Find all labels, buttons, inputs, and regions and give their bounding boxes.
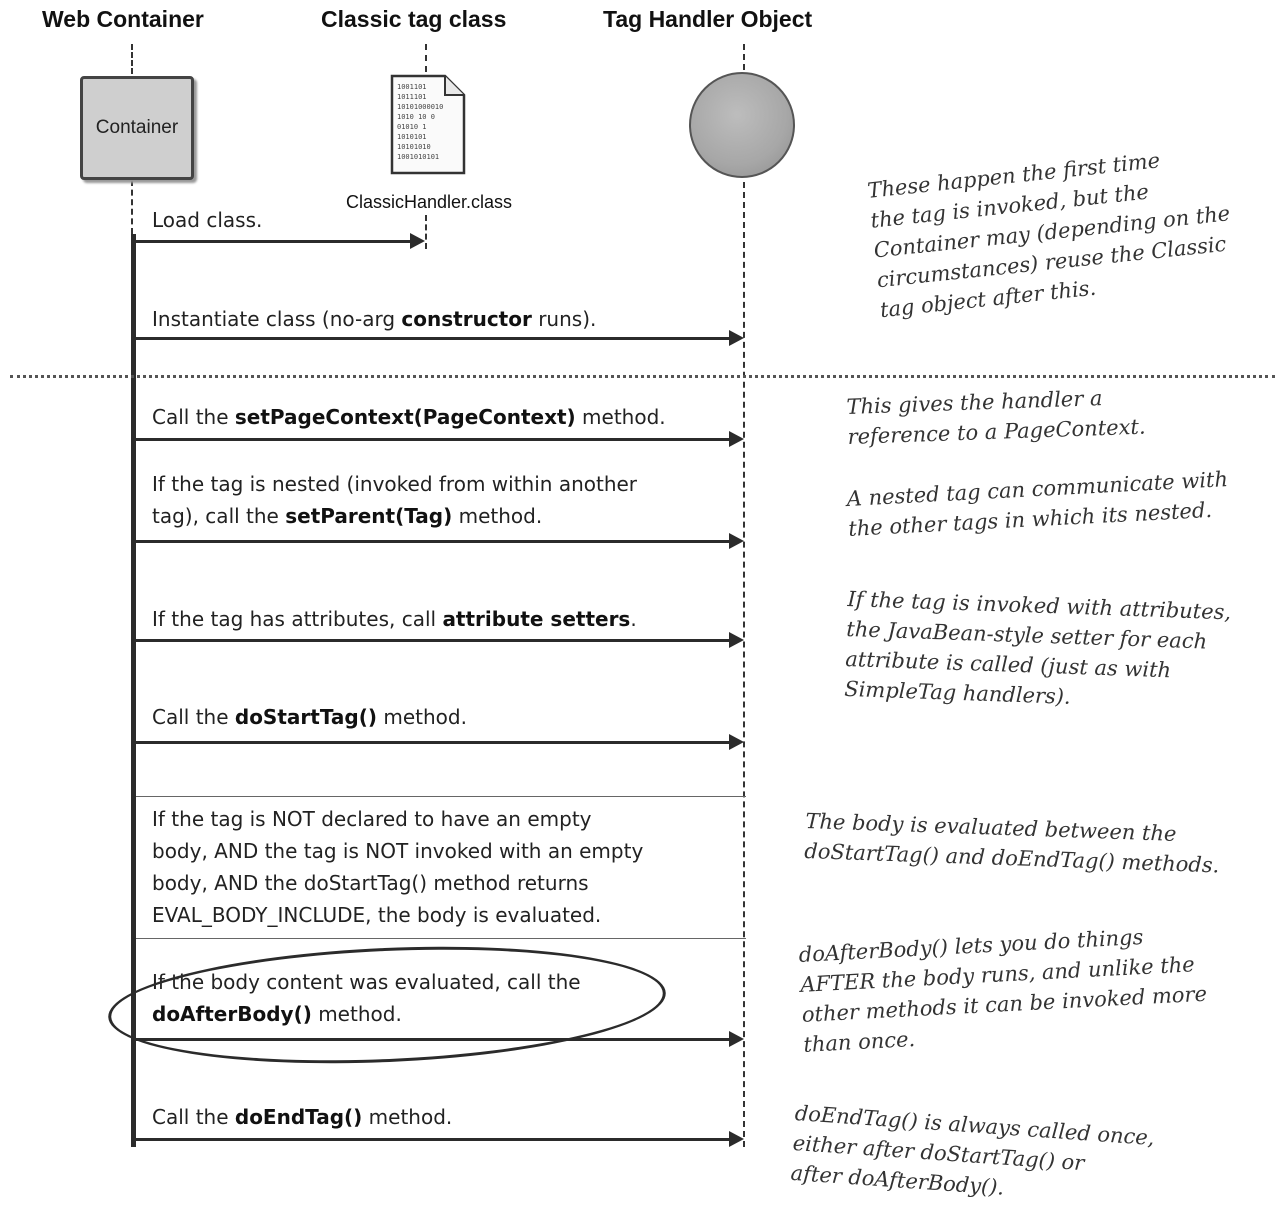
note-body: The body is evaluated between the doStar… [804,808,1220,878]
binary-line: 1010101 [397,133,427,141]
step-do-end-tag: Call the doEndTag() method. [152,1105,453,1129]
step-body-evaluated: If the tag is NOT declared to have an em… [152,807,644,927]
header-tag-handler-object: Tag Handler Object [603,6,813,32]
class-dash-bottom [425,215,427,249]
binary-line: 1011101 [397,93,427,101]
note-end-tag: doEndTag() is always called once, either… [789,1100,1156,1200]
class-dash-top [425,44,427,72]
container-lifeline [131,234,136,1147]
binary-line: 1001101 [397,83,427,91]
class-file-name: ClassicHandler.class [346,192,513,212]
tag-handler-object-circle [689,72,795,178]
binary-line: 1001010101 [397,153,439,161]
container-label: Container [95,117,179,138]
arrow-load-class [134,233,425,249]
handler-lifeline [743,182,745,1147]
container-dash-top [131,44,133,74]
container-dash-bottom [131,180,133,234]
arrow-do-end-tag [134,1131,744,1147]
arrow-set-page-context [134,431,744,447]
step-set-parent: If the tag is nested (invoked from withi… [152,472,638,528]
note-nested: A nested tag can communicate with the ot… [846,467,1229,541]
binary-line: 10101010 [397,143,431,151]
binary-line: 01010 1 [397,123,427,131]
arrow-do-start-tag [134,734,744,750]
body-block-bottom-line [136,938,746,939]
highlight-ellipse [105,935,669,1075]
header-classic-tag-class: Classic tag class [321,6,507,32]
step-attribute-setters: If the tag has attributes, call attribut… [152,607,637,631]
arrow-instantiate [134,330,744,346]
note-first-time: These happen the first time the tag is i… [866,148,1232,323]
class-file-icon: 1001101 1011101 10101000010 1010 10 0 01010 … [390,74,466,175]
container-box: Container [80,76,194,180]
note-after-body: doAfterBody() lets you do things AFTER t… [798,924,1208,1057]
binary-line: 1010 10 0 [397,113,435,121]
binary-line: 10101000010 [397,103,443,111]
step-load-class: Load class. [152,208,263,232]
body-block-top-line [136,796,746,797]
note-attributes: If the tag is invoked with attributes, t… [843,586,1232,709]
step-set-page-context: Call the setPageContext(PageContext) met… [152,405,666,429]
step-instantiate: Instantiate class (no-arg constructor ru… [152,307,597,331]
step-do-start-tag: Call the doStartTag() method. [152,705,467,729]
note-page-context: This gives the handler a reference to a … [846,386,1146,449]
header-web-container: Web Container [42,6,204,32]
step-do-after-body: If the body content was evaluated, call … [152,970,581,1026]
arrow-set-parent [134,533,744,549]
dotted-separator [10,375,1275,378]
handler-dash-top [743,44,745,70]
arrow-do-after-body [134,1031,744,1047]
arrow-attribute-setters [134,632,744,648]
